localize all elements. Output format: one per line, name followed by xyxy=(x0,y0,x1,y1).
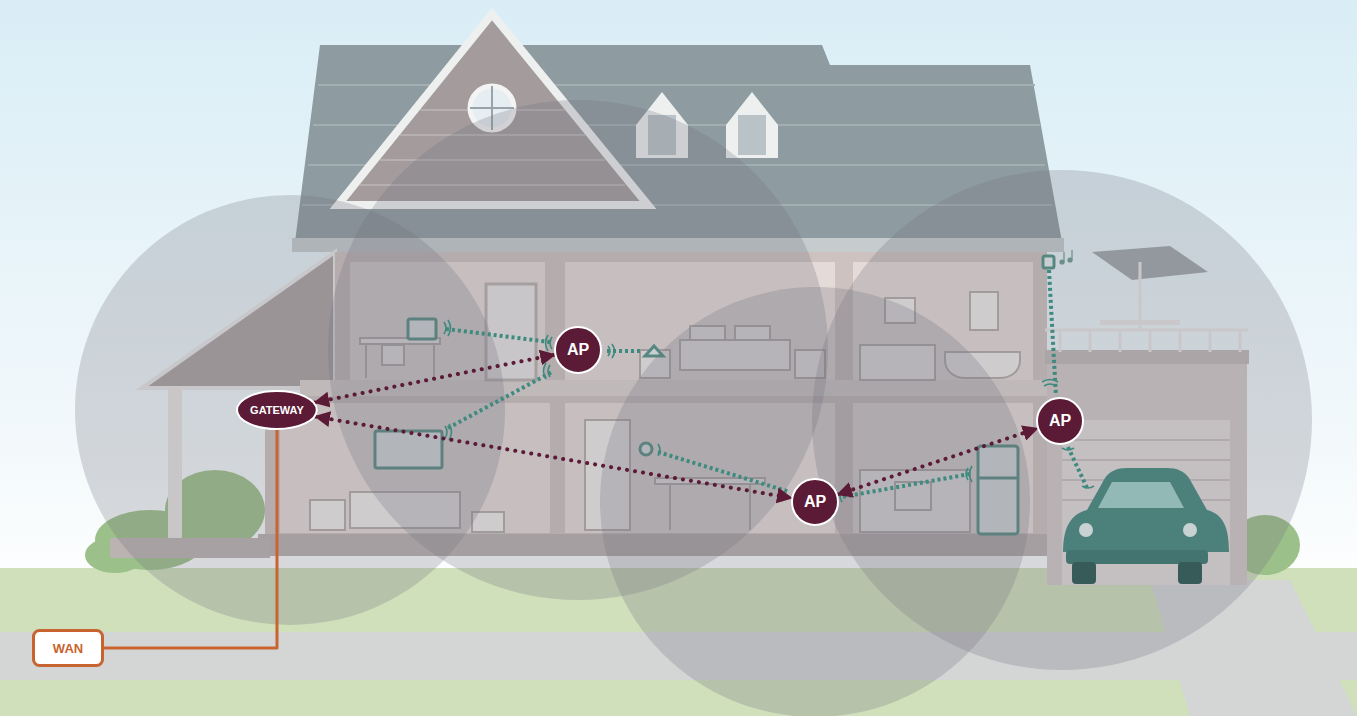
access-point: AP xyxy=(791,478,839,526)
wifi-waves xyxy=(445,424,452,440)
ground xyxy=(0,680,1357,716)
device-link xyxy=(1068,447,1088,490)
wifi-waves xyxy=(1082,486,1094,488)
access-point: AP xyxy=(554,326,602,374)
coverage-area xyxy=(75,100,1312,716)
wifi-waves xyxy=(444,320,1094,502)
wifi-waves xyxy=(966,466,972,482)
wifi-waves xyxy=(658,444,660,456)
wifi-waves xyxy=(544,363,551,379)
access-point-shape xyxy=(1037,398,1083,444)
wifi-waves xyxy=(444,320,451,336)
node-label: AP xyxy=(567,342,589,358)
wan-cable xyxy=(104,430,277,648)
access-point: AP xyxy=(1036,397,1084,445)
access-point-shape xyxy=(555,327,601,373)
gateway-node: GATEWAY xyxy=(236,390,318,430)
access-point-shape xyxy=(792,479,838,525)
node-label: AP xyxy=(804,494,826,510)
wifi-waves xyxy=(608,344,615,358)
music-notes xyxy=(1060,250,1072,264)
device-link xyxy=(448,372,552,428)
device-link xyxy=(446,270,1088,497)
gateway-node-shape xyxy=(237,391,317,429)
wan-box-shape xyxy=(34,631,103,666)
wifi-waves xyxy=(840,490,842,502)
wan-box: WAN xyxy=(32,629,104,667)
coverage-area xyxy=(812,170,1312,670)
device-link xyxy=(446,329,550,342)
wifi-waves xyxy=(546,335,553,351)
node-label: AP xyxy=(1049,413,1071,429)
node-label: GATEWAY xyxy=(250,405,304,416)
wifi-waves xyxy=(1062,448,1074,450)
dormer xyxy=(726,92,778,158)
dormer xyxy=(738,115,766,155)
music-notes xyxy=(1068,258,1072,262)
wifi-waves xyxy=(1042,380,1058,387)
device-link xyxy=(607,349,640,353)
roof-lines xyxy=(318,84,1035,86)
node-label: WAN xyxy=(53,642,83,655)
wireless-backhaul xyxy=(315,355,555,403)
wireless-backhaul xyxy=(838,429,1037,495)
wireless-backhaul xyxy=(316,417,792,498)
music-notes xyxy=(1060,260,1064,264)
device-link xyxy=(1049,270,1056,396)
